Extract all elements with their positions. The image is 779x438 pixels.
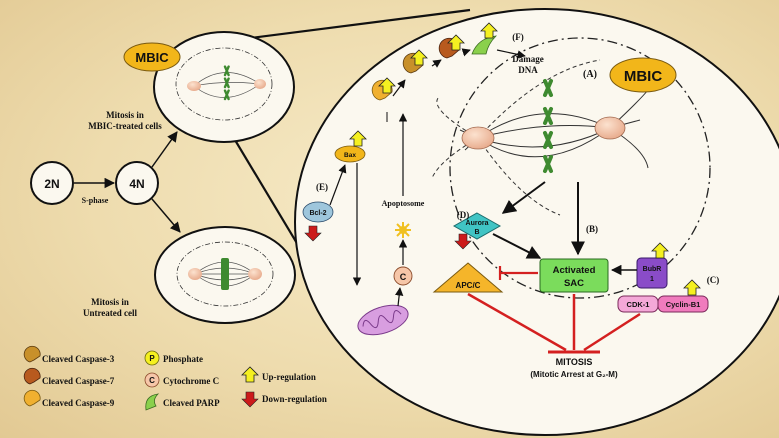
legend-cytochrome-c-symbol: C <box>149 376 155 385</box>
apc-c-label: APC/C <box>456 281 481 290</box>
cdk1-label: CDK-1 <box>627 300 650 309</box>
cyclin-b1-label: Cyclin-B1 <box>666 300 701 309</box>
arrow-mbic-aurora <box>501 181 546 214</box>
apc-c-node <box>432 262 504 293</box>
step-label-b: (B) <box>586 224 598 234</box>
cell-2n <box>30 161 74 205</box>
bcl2-label: Bcl-2 <box>309 210 326 217</box>
legend-caspase-7-icon <box>23 367 41 385</box>
arrow-aurora-sac <box>492 233 542 259</box>
arrow-to-untreated <box>151 198 181 233</box>
aurora-b-label-1: Aurora <box>466 220 489 227</box>
zoomed-cell <box>294 8 779 436</box>
legend: Cleaved Caspase-3 Cleaved Caspase-7 Clea… <box>23 345 327 411</box>
mitosis-untreated-label-1: Mitosis in <box>91 297 129 307</box>
mitotic-arrest-label: (Mitotic Arrest at G₂-M) <box>530 370 618 379</box>
caspase-9-active <box>371 77 396 101</box>
legend-phosphate-symbol: P <box>149 354 155 363</box>
cytochrome-c-label: C <box>400 272 407 282</box>
centrosome-left <box>461 126 495 150</box>
damage-dna-label-2: DNA <box>518 65 538 75</box>
bubr1-node <box>636 257 668 289</box>
cell-4n-label: 4N <box>129 177 144 191</box>
bubr1-label-2: 1 <box>650 276 654 283</box>
caspase-3-active <box>402 49 428 74</box>
centrosome-right <box>594 116 626 140</box>
step-label-e: (E) <box>316 182 328 192</box>
inhibit-cdk-mitosis <box>583 312 641 352</box>
legend-caspase-3-icon <box>23 345 41 363</box>
legend-up-icon <box>241 366 259 383</box>
mbic-label-small: MBIC <box>135 50 169 65</box>
legend-parp-label: Cleaved PARP <box>163 398 220 408</box>
nuclear-envelope <box>449 37 711 299</box>
legend-parp-icon <box>145 393 160 411</box>
mbic-label: MBIC <box>624 68 662 85</box>
s-phase-label: S-phase <box>82 196 109 205</box>
untreated-cell <box>154 226 296 324</box>
treated-cell <box>153 31 295 143</box>
cell-4n <box>115 161 159 205</box>
mitosis-treated-label-1: Mitosis in <box>106 110 144 120</box>
inhibit-apc-mitosis <box>467 292 567 352</box>
legend-up-label: Up-regulation <box>262 372 316 382</box>
arrow-bcl2-bax <box>329 164 347 206</box>
apoptosome-label: Apoptosome <box>382 199 425 208</box>
mitosis-treated-label-2: MBIC-treated cells <box>88 121 162 131</box>
damage-dna-label-1: Damage <box>512 54 544 64</box>
legend-caspase-7-label: Cleaved Caspase-7 <box>42 376 115 386</box>
bax-label: Bax <box>344 152 356 159</box>
bax-node <box>334 145 366 163</box>
sac-node <box>539 258 609 293</box>
bcl2-node <box>302 201 334 223</box>
sac-label-1: Activated <box>553 265 596 276</box>
legend-caspase-9-icon <box>23 389 41 407</box>
step-label-f: (F) <box>512 32 524 42</box>
step-label-c: (C) <box>707 275 720 285</box>
legend-caspase-9-label: Cleaved Caspase-9 <box>42 398 115 408</box>
legend-cytochrome-c-label: Cytochrome C <box>163 376 219 386</box>
legend-caspase-3-label: Cleaved Caspase-3 <box>42 354 115 364</box>
legend-cytochrome-c-icon <box>144 372 160 388</box>
aurora-b-label-2: B <box>474 229 479 236</box>
mitochondrion <box>357 304 409 336</box>
caspase-7-active <box>438 34 465 59</box>
legend-down-label: Down-regulation <box>262 394 327 404</box>
step-label-d: (D) <box>457 210 470 220</box>
cyclin-b1-node <box>657 295 709 313</box>
sac-label-2: SAC <box>564 278 584 289</box>
zoom-line-top <box>234 8 471 42</box>
mbic-badge-small <box>123 42 181 72</box>
mitosis-label: MITOSIS <box>556 357 593 367</box>
apoptosome <box>395 222 411 238</box>
legend-down-icon <box>241 391 259 408</box>
mbic-badge <box>609 57 677 93</box>
mitosis-untreated-label-2: Untreated cell <box>83 308 138 318</box>
arrow-to-treated <box>151 131 178 168</box>
step-label-a: (A) <box>583 69 597 80</box>
bubr1-label-1: BubR <box>643 266 662 273</box>
aurora-b-node <box>452 212 502 240</box>
cytochrome-c <box>393 266 413 286</box>
parp-cleaved <box>471 22 498 55</box>
legend-phosphate-icon <box>144 350 160 366</box>
legend-phosphate-label: Phosphate <box>163 354 203 364</box>
cell-2n-label: 2N <box>44 177 59 191</box>
